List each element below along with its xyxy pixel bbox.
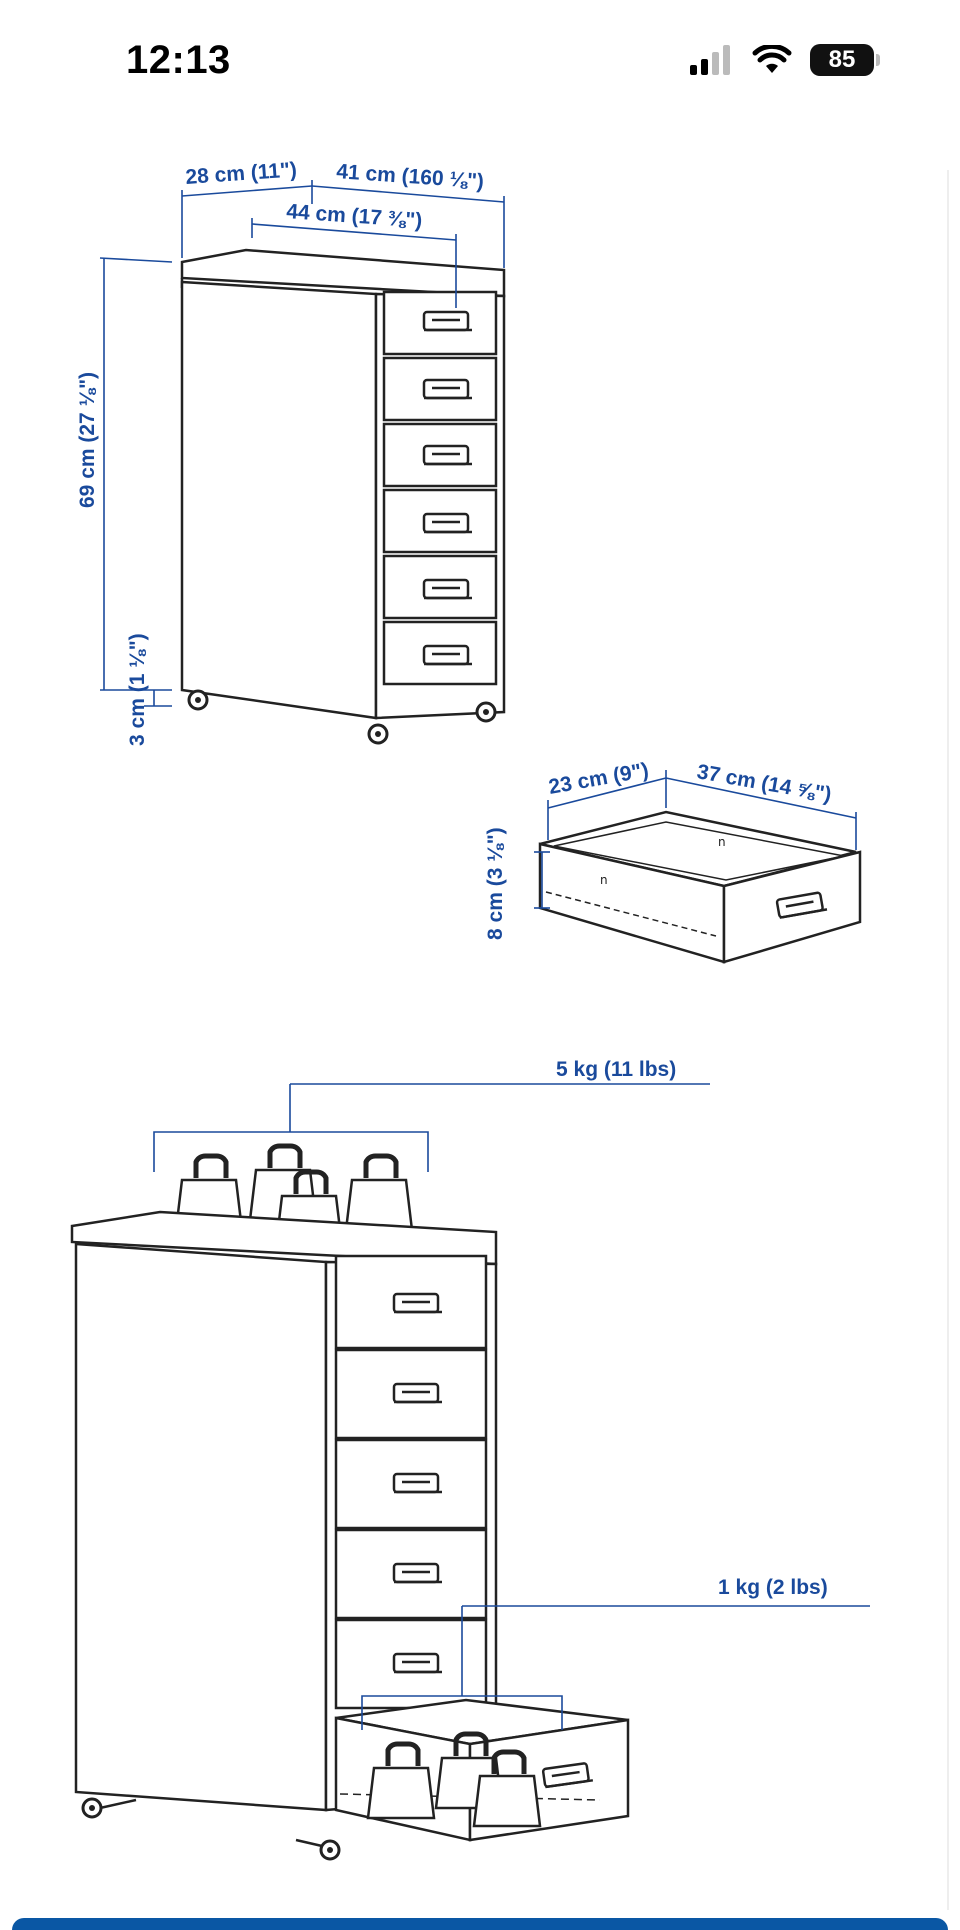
cabinet-load-diagram: 5 kg (11 lbs) (70, 1058, 870, 1861)
svg-text:n: n (600, 873, 608, 887)
bottom-action-bar[interactable] (12, 1918, 948, 1930)
depth-label: 28 cm (11") (185, 158, 298, 189)
status-icons: 85 (688, 44, 880, 76)
svg-text:n: n (718, 835, 726, 849)
drawer-width-label: 37 cm (14 ⅝") (695, 760, 833, 806)
status-time: 12:13 (126, 38, 231, 82)
wifi-icon (752, 45, 792, 73)
drawer-depth-label: 23 cm (9") (547, 759, 650, 799)
height-label: 69 cm (27 ⅛") (76, 372, 99, 508)
drawer-load-label: 1 kg (2 lbs) (718, 1576, 828, 1599)
cellular-signal-icon (690, 45, 730, 75)
drawer-height-label: 8 cm (3 ⅛") (484, 827, 507, 940)
caster-height-label: 3 cm (1 ⅛") (126, 633, 149, 746)
drawer-dimensions-diagram: n n 23 cm (9") 37 cm (14 ⅝") 8 cm (3 ⅛") (484, 759, 862, 964)
width-label: 41 cm (160 ⅛") (336, 160, 485, 193)
top-load-label: 5 kg (11 lbs) (556, 1058, 676, 1081)
battery-level: 85 (810, 44, 874, 76)
status-bar: 12:13 85 (0, 0, 960, 110)
battery-icon: 85 (810, 44, 880, 76)
cabinet-dimensions-diagram: 28 cm (11") 41 cm (160 ⅛") 44 cm (17 ⅜")… (76, 158, 506, 746)
